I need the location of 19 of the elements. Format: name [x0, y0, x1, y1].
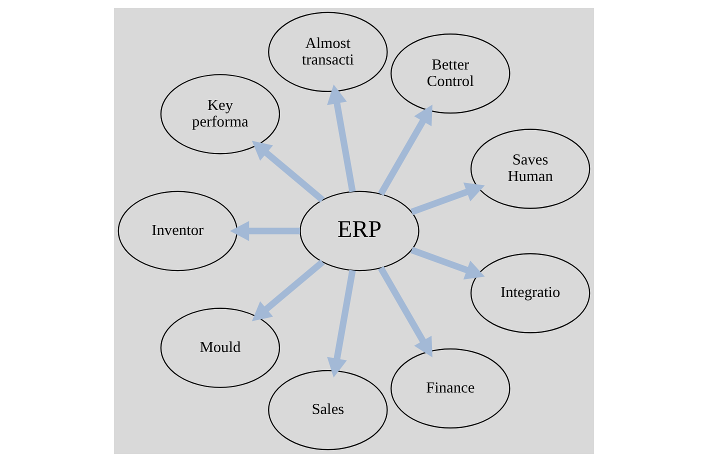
arrow: [410, 246, 484, 280]
node-ellipse: Key performa: [160, 74, 280, 154]
arrow: [377, 266, 432, 358]
arrow: [326, 84, 356, 192]
node-ellipse: Almost transacti: [268, 12, 388, 92]
node-ellipse: Integratio: [470, 253, 590, 334]
arrow: [251, 140, 324, 203]
node-ellipse: Mould: [160, 308, 280, 388]
node-ellipse: Sales: [268, 370, 388, 450]
arrow: [410, 182, 484, 216]
arrow: [251, 259, 324, 322]
node-ellipse: Better Control: [390, 33, 510, 114]
node-ellipse: Saves Human: [470, 128, 590, 209]
node-ellipse: ERP: [299, 190, 419, 272]
arrow: [326, 270, 356, 378]
arrow: [377, 104, 432, 196]
arrow: [229, 220, 300, 242]
node-ellipse: Finance: [390, 348, 510, 429]
node-ellipse: Inventor: [117, 190, 238, 272]
